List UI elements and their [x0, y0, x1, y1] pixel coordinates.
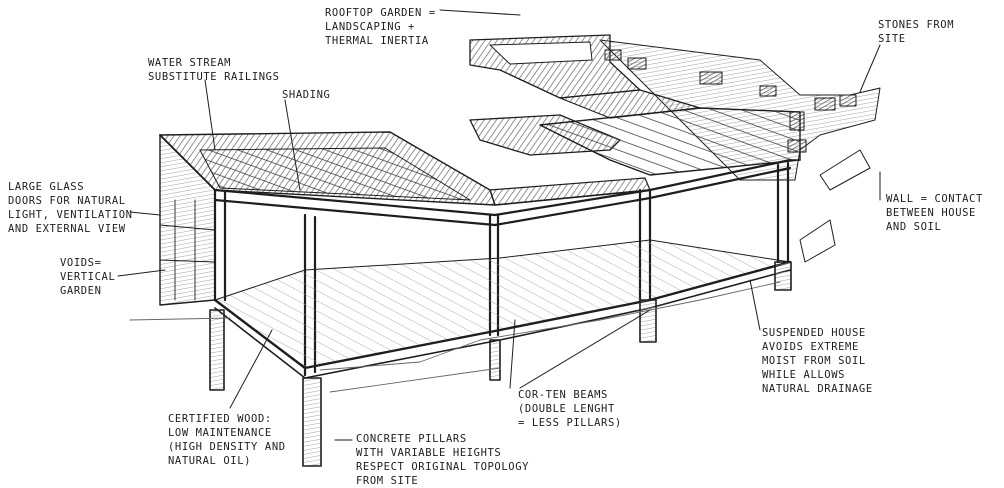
voids-line-1: VOIDS= — [60, 257, 102, 269]
label-shading: SHADING — [282, 88, 330, 102]
rooftop-garden-line-3: THERMAL INERTIA — [325, 35, 429, 47]
large-glass-line-4: AND EXTERNAL VIEW — [8, 223, 126, 235]
label-stones: STONES FROM SITE — [878, 18, 954, 46]
leader-lines — [117, 9, 881, 441]
label-concrete-pillars: CONCRETE PILLARS WITH VARIABLE HEIGHTS R… — [356, 432, 529, 488]
label-corten-beams: COR-TEN BEAMS (DOUBLE LENGHT = LESS PILL… — [518, 388, 622, 430]
concrete-pillars-line-4: FROM SITE — [356, 475, 419, 487]
label-rooftop-garden: ROOFTOP GARDEN = LANDSCAPING + THERMAL I… — [325, 6, 436, 48]
concrete-pillars-line-1: CONCRETE PILLARS — [356, 433, 467, 445]
label-voids: VOIDS= VERTICAL GARDEN — [60, 256, 115, 298]
roof-middle — [489, 177, 651, 206]
shading-line-1: SHADING — [282, 89, 331, 101]
wall-contact-line-1: WALL = CONTACT — [886, 193, 983, 205]
concrete-pillars-line-2: WITH VARIABLE HEIGHTS — [356, 447, 502, 459]
suspended-house-line-3: MOIST FROM SOIL — [762, 355, 866, 367]
large-glass-line-2: DOORS FOR NATURAL — [8, 195, 126, 207]
wall-contact-line-2: BETWEEN HOUSE — [886, 207, 976, 219]
certified-wood-line-4: NATURAL OIL) — [168, 455, 252, 467]
voids-line-3: GARDEN — [60, 285, 102, 297]
label-large-glass: LARGE GLASS DOORS FOR NATURAL LIGHT, VEN… — [8, 180, 133, 236]
large-glass-line-1: LARGE GLASS — [8, 181, 85, 193]
rooftop-garden-line-2: LANDSCAPING + — [325, 21, 415, 33]
wall-contact-line-3: AND SOIL — [886, 221, 942, 233]
corten-beams-line-1: COR-TEN BEAMS — [518, 389, 608, 401]
certified-wood-line-3: (HIGH DENSITY AND — [168, 441, 286, 453]
water-stream-line-1: WATER STREAM — [148, 57, 232, 69]
suspended-house-line-1: SUSPENDED HOUSE — [762, 327, 866, 339]
rooftop-garden-line-1: ROOFTOP GARDEN = — [325, 7, 436, 19]
water-stream-line-2: SUBSTITUTE RAILINGS — [148, 71, 280, 83]
label-water-stream: WATER STREAM SUBSTITUTE RAILINGS — [148, 56, 280, 84]
label-wall-contact: WALL = CONTACT BETWEEN HOUSE AND SOIL — [886, 192, 983, 234]
stones-line-2: SITE — [878, 33, 906, 45]
certified-wood-line-1: CERTIFIED WOOD: — [168, 413, 272, 425]
voids-line-2: VERTICAL — [60, 271, 116, 283]
stones-line-1: STONES FROM — [878, 19, 955, 31]
large-glass-line-3: LIGHT, VENTILATION — [8, 209, 133, 221]
label-suspended-house: SUSPENDED HOUSE AVOIDS EXTREME MOIST FRO… — [762, 326, 873, 396]
certified-wood-line-2: LOW MAINTENANCE — [168, 427, 272, 439]
floor-deck — [213, 239, 792, 379]
corten-beams-line-3: = LESS PILLARS) — [518, 417, 622, 429]
corten-beams-line-2: (DOUBLE LENGHT — [518, 403, 615, 415]
label-certified-wood: CERTIFIED WOOD: LOW MAINTENANCE (HIGH DE… — [168, 412, 286, 468]
concrete-pillars — [209, 261, 792, 467]
suspended-house-line-4: WHILE ALLOWS — [762, 369, 846, 381]
ground-lines — [129, 281, 781, 393]
roof-left — [159, 131, 496, 206]
suspended-house-line-2: AVOIDS EXTREME — [762, 341, 859, 353]
glass-doors-wall — [159, 134, 216, 306]
suspended-house-line-5: NATURAL DRAINAGE — [762, 383, 873, 395]
concrete-pillars-line-3: RESPECT ORIGINAL TOPOLOGY — [356, 461, 530, 473]
